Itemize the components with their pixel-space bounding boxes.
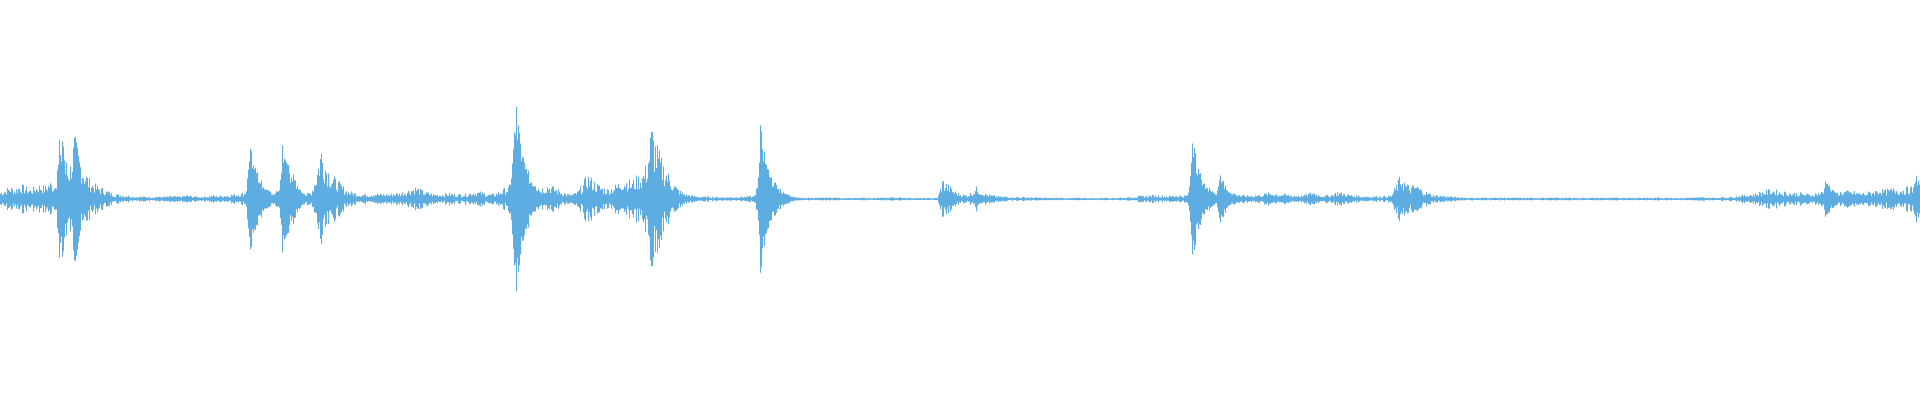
waveform-svg xyxy=(0,106,1920,292)
